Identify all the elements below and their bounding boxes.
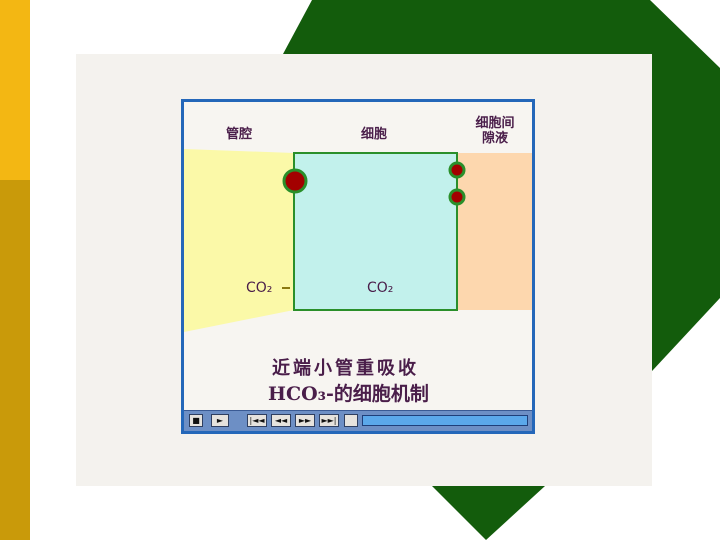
label-cell: 细胞 [360, 127, 387, 142]
label-lumen: 管腔 [225, 127, 252, 142]
slide-title: 收 [255, 28, 278, 53]
left-accent-bar-bottom [0, 180, 30, 540]
progress-handle[interactable] [344, 414, 358, 427]
cell-region [293, 152, 458, 311]
step-back-button[interactable]: ◄◄ [271, 414, 291, 427]
co2-cell: CO₂ [367, 280, 394, 296]
play-button[interactable]: ► [211, 414, 229, 427]
progress-track[interactable] [362, 415, 528, 426]
forward-to-end-button[interactable]: ►►| [319, 414, 339, 427]
caption-line-1: 近端小管重吸收 [272, 358, 419, 379]
step-forward-button[interactable]: ►► [295, 414, 315, 427]
label-interstitial: 细胞间 隙液 [475, 116, 515, 146]
transporter-basolateral-1 [448, 161, 466, 179]
stop-button[interactable]: ■ [189, 414, 203, 427]
flash-player: 管腔 细胞 细胞间 隙液 CO₂ CO₂ 近端小管重吸收 HCO₃-的细胞机制 … [181, 99, 535, 434]
transporter-basolateral-2 [448, 188, 466, 206]
transporter-apical [282, 168, 308, 194]
caption-line-2: HCO₃-的细胞机制 [268, 383, 429, 405]
left-accent-bar-top [0, 0, 30, 180]
animation-canvas [184, 149, 532, 332]
interstitial-region [458, 153, 532, 310]
rewind-to-start-button[interactable]: |◄◄ [247, 414, 267, 427]
lumen-region [184, 149, 294, 332]
player-toolbar: ■ ► |◄◄ ◄◄ ►► ►►| [184, 410, 532, 431]
co2-lumen: CO₂ [246, 280, 273, 296]
